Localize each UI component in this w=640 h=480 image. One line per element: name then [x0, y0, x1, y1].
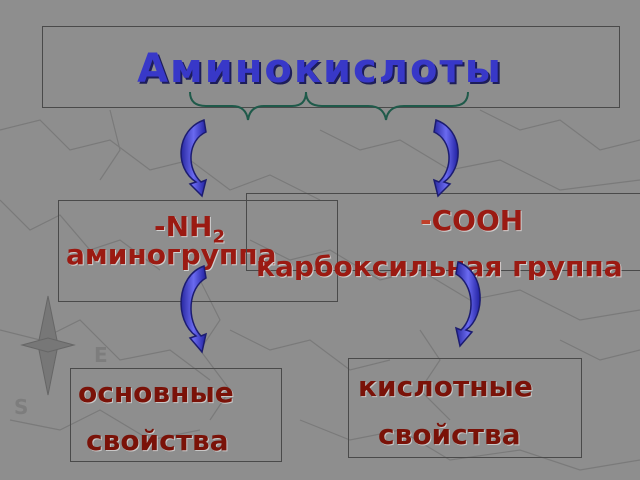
acidic-properties-line2: свойства: [378, 418, 521, 451]
basic-properties-line2: свойства: [86, 424, 229, 457]
carboxyl-dash: -: [420, 204, 432, 237]
basic-properties-line1: основные: [78, 376, 234, 409]
svg-text:S: S: [14, 395, 28, 419]
amino-formula-subscript: 2: [212, 226, 226, 248]
basic-properties-box: [70, 368, 282, 462]
amino-group-name: аминогруппа: [66, 238, 277, 271]
carboxyl-formula-text: COOH: [431, 204, 524, 237]
amino-formula-main: -NH: [154, 210, 213, 243]
svg-text:E: E: [94, 343, 108, 367]
page-title: Аминокислоты: [137, 46, 503, 92]
carboxyl-group-name: карбоксильная группа: [256, 250, 623, 280]
carboxyl-formula: -COOH: [420, 204, 523, 237]
acidic-properties-box: [348, 358, 582, 458]
carboxyl-name-clip: карбоксильная группа: [246, 240, 640, 280]
amino-formula: -NH2: [154, 210, 225, 248]
compass-rose-decoration: [20, 295, 76, 396]
acidic-properties-line1: кислотные: [358, 370, 533, 403]
